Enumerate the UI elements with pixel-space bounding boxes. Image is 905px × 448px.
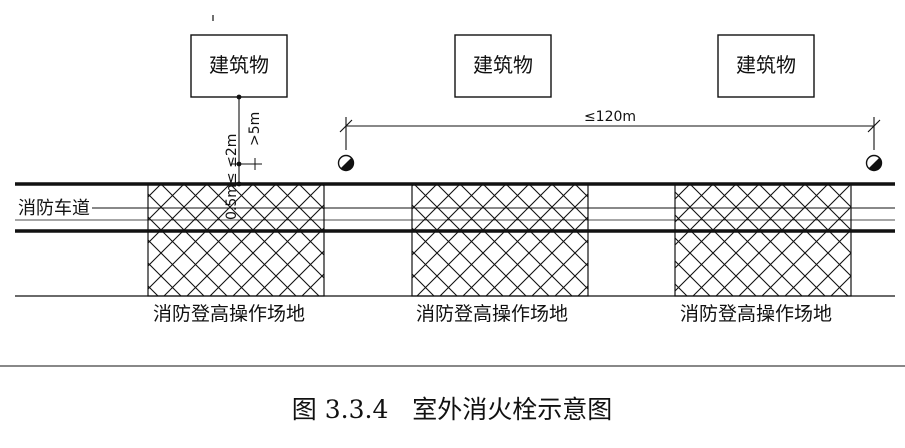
building-1-label: 建筑物: [209, 53, 269, 77]
road-label: 消防车道: [18, 198, 90, 219]
fire-hydrant-icon: [865, 154, 883, 172]
platform-3-hatch: [674, 183, 852, 297]
fire-hydrant-icon: [337, 154, 355, 172]
distance-gt-5m-label: >5m: [247, 112, 263, 146]
building-2: 建筑物: [454, 34, 552, 98]
building-3-label: 建筑物: [736, 53, 796, 77]
building-distance-dimension: [232, 94, 262, 187]
platform-1-label: 消防登高操作场地: [153, 303, 305, 325]
hydrant-spacing-dimension: [339, 117, 881, 150]
platform-1-hatch: [147, 183, 325, 297]
building-1: 建筑物: [190, 34, 288, 98]
platform-2-label: 消防登高操作场地: [416, 303, 568, 325]
figure-caption: 图 3.3.4 室外消火栓示意图: [292, 395, 612, 424]
platform-2-hatch: [411, 183, 589, 297]
platform-3-label: 消防登高操作场地: [680, 303, 832, 325]
building-3: 建筑物: [717, 34, 815, 98]
building-2-label: 建筑物: [473, 53, 533, 77]
hydrant-spacing-label: ≤120m: [584, 109, 636, 125]
distance-0-5-to-2m-label: 0.5m≤ ≤2m: [224, 134, 240, 220]
